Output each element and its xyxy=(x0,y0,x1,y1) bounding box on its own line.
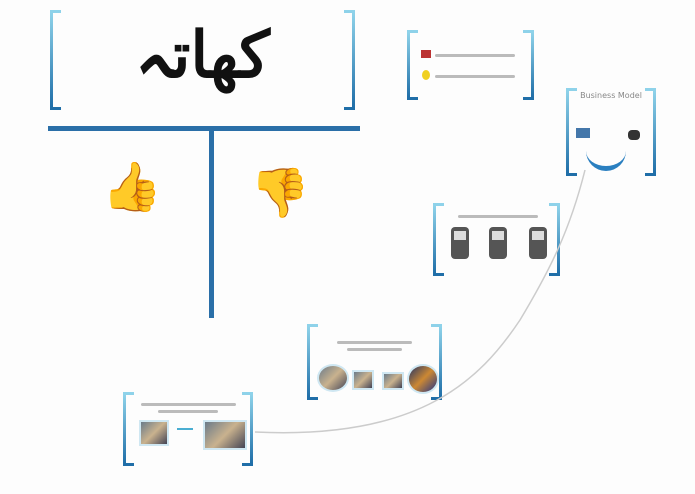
before-after-frame[interactable] xyxy=(123,392,253,466)
image-thumbnail xyxy=(203,420,247,450)
mobile-phone-icon xyxy=(489,227,507,259)
business-model-title: Business Model xyxy=(580,91,642,100)
image-thumbnail xyxy=(382,372,404,390)
mobile-phone-icon xyxy=(529,227,547,259)
image-thumbnail xyxy=(317,364,349,392)
page-title: کھاتہ xyxy=(135,18,270,93)
image-thumbnail xyxy=(352,370,374,390)
arrow-icon xyxy=(421,50,431,58)
mobile-phone-icon xyxy=(451,227,469,259)
links-frame[interactable] xyxy=(407,30,534,100)
phones-frame[interactable] xyxy=(433,203,560,276)
thumbs-down-icon: 👎 xyxy=(250,165,310,221)
thumbs-up-icon: 👍 xyxy=(102,159,162,215)
services-frame[interactable] xyxy=(307,324,442,400)
t-chart-vertical xyxy=(209,128,214,318)
bracket-right xyxy=(344,10,355,110)
cycle-arrow-icon xyxy=(586,148,626,171)
business-model-frame[interactable]: Business Model xyxy=(566,88,656,176)
arrow-right-icon xyxy=(177,428,193,430)
t-chart-horizontal xyxy=(48,126,360,131)
image-thumbnail xyxy=(407,364,439,394)
bracket-left xyxy=(50,10,61,110)
lightbulb-icon xyxy=(422,70,430,80)
image-thumbnail xyxy=(139,420,169,446)
title-frame[interactable]: کھاتہ xyxy=(50,10,355,110)
